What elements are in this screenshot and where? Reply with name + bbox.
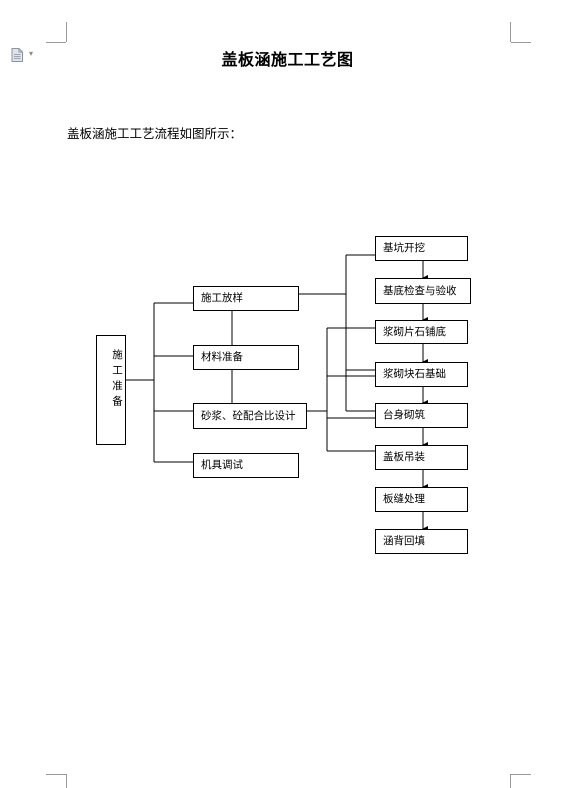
step-backfill: 涵背回填: [375, 529, 468, 554]
intro-paragraph: 盖板涵施工工艺流程如图所示：: [67, 126, 243, 141]
step-excavation: 基坑开挖: [375, 236, 468, 261]
step-foundation-inspection: 基底检查与验收: [375, 278, 471, 304]
crop-mark-bottom-left-h: [46, 774, 66, 775]
crop-mark-bottom-right-v: [510, 774, 511, 788]
crop-mark-top-right-h: [511, 42, 531, 43]
construction-prep-label: 施工准备: [111, 349, 123, 411]
crop-mark-bottom-right-h: [511, 774, 531, 775]
prep-item-materials: 材料准备: [193, 345, 299, 370]
step-joint-treatment: 板缝处理: [375, 487, 468, 512]
prep-item-equipment: 机具调试: [193, 453, 299, 478]
step-abutment-masonry: 台身砌筑: [375, 403, 468, 428]
step-block-foundation: 浆砌块石基础: [375, 362, 468, 387]
step-rubble-bedding: 浆砌片石铺底: [375, 320, 468, 344]
crop-mark-top-right-v: [510, 22, 511, 42]
crop-mark-top-left-h: [46, 42, 66, 43]
construction-prep-box: 施工准备: [96, 335, 126, 445]
crop-mark-bottom-left-v: [66, 774, 67, 788]
crop-mark-top-left-v: [66, 22, 67, 42]
dropdown-caret-icon[interactable]: ▾: [29, 49, 34, 58]
page-title: 盖板涵施工工艺图: [221, 50, 354, 69]
prep-item-layout: 施工放样: [193, 286, 299, 311]
prep-item-mix-design: 砂浆、砼配合比设计: [193, 403, 307, 429]
document-icon[interactable]: [11, 48, 23, 62]
step-slab-hoisting: 盖板吊装: [375, 445, 468, 470]
